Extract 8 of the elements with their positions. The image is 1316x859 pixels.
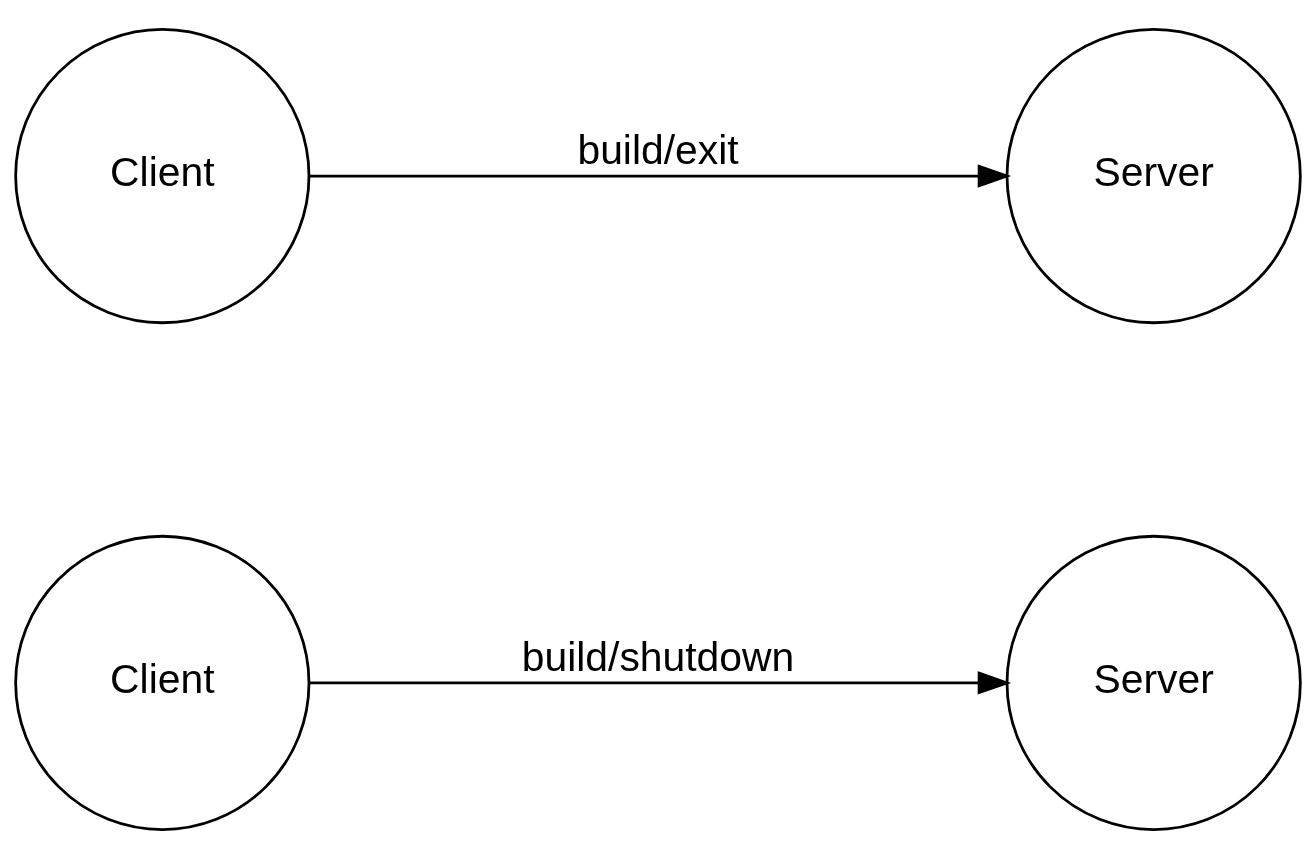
node-circle: Server <box>1005 534 1302 831</box>
node-circle: Client <box>14 28 311 325</box>
arrow <box>309 164 1012 188</box>
edge-label: build/exit <box>577 127 739 174</box>
edge-label: build/shutdown <box>521 634 795 681</box>
node-circle: Client <box>14 534 311 831</box>
arrow <box>309 671 1012 695</box>
node-circle: Server <box>1005 28 1302 325</box>
